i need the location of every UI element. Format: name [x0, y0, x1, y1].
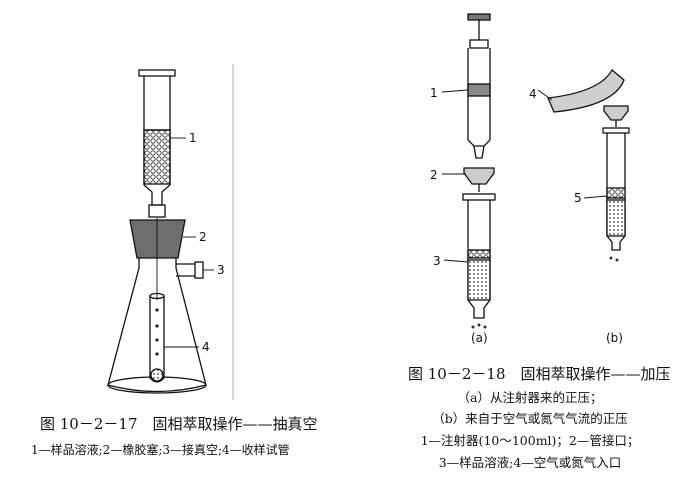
callout-label: 3 — [217, 263, 225, 277]
gas-pressure-apparatus — [537, 68, 630, 262]
callout-label: 2 — [430, 168, 438, 182]
adapter — [148, 204, 166, 218]
cartridge-tip — [143, 184, 171, 206]
callout-label: 4 — [202, 340, 210, 354]
legend-left: 1—样品溶液;2—橡胶塞;3—接真空;4—收样试管 — [31, 443, 290, 457]
note-line: 1—注射器(10～100ml)；2—管接口； — [420, 433, 640, 448]
figure-caption-left: 图 10－2－17 固相萃取操作——抽真空 — [40, 415, 318, 433]
callout-label: 1 — [189, 131, 197, 145]
vacuum-apparatus — [107, 64, 234, 400]
gas-connector — [603, 105, 629, 121]
cartridge-rim — [138, 69, 176, 77]
collection-tube — [149, 296, 165, 383]
callout-label: 2 — [199, 230, 207, 244]
note-line: （a）从注射器来的正压； — [457, 390, 603, 405]
panel-label-b: (b) — [606, 331, 623, 345]
syringe-pressure-apparatus — [441, 13, 496, 329]
flask — [107, 267, 207, 393]
sample-solution — [467, 259, 491, 301]
note-line: （b）来自于空气或氮气气流的正压 — [432, 411, 628, 426]
callout-label: 4 — [529, 87, 537, 101]
vacuum-side-arm — [176, 263, 198, 277]
callout-label: 5 — [574, 191, 582, 205]
plunger-head — [467, 13, 491, 21]
collected-sample — [150, 368, 164, 382]
panel-label-a: (a) — [471, 331, 488, 345]
plunger-seal — [467, 83, 491, 97]
gas-inlet-tube — [547, 68, 625, 113]
callout-label: 3 — [433, 254, 441, 268]
tube-connector — [463, 167, 495, 185]
sorbent-bed — [143, 129, 171, 185]
rubber-stopper — [129, 219, 186, 259]
note-line: 3—样品溶液;4—空气或氮气入口 — [438, 455, 622, 470]
figure-caption-right: 图 10－2－18 固相萃取操作——加压 — [408, 365, 671, 383]
callout-label: 1 — [430, 86, 438, 100]
